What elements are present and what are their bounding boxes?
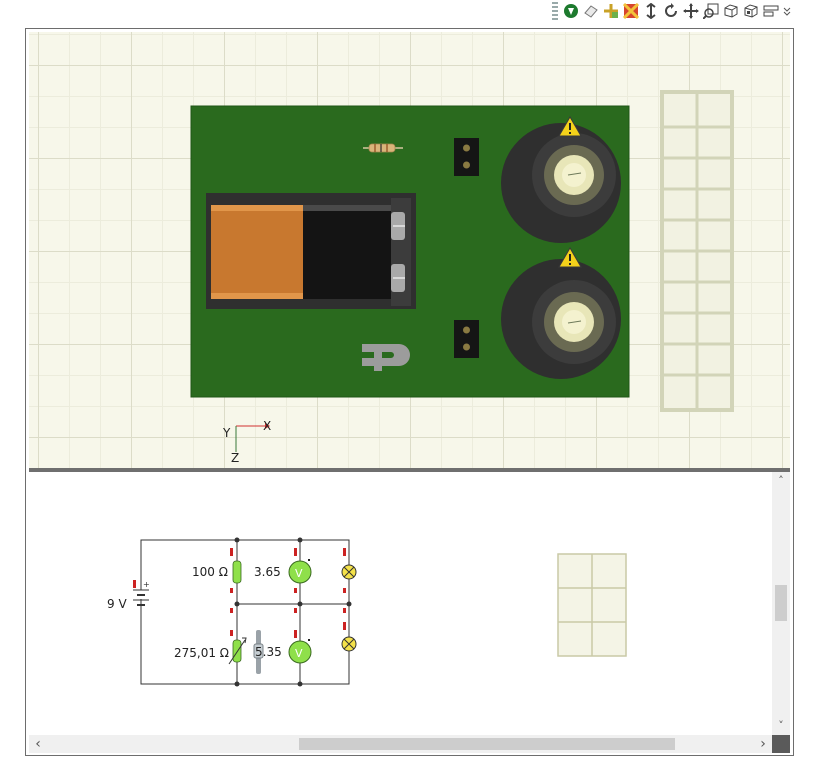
resistor-label: 100 Ω <box>192 565 228 579</box>
battery-symbol[interactable]: + 9 V <box>107 569 150 622</box>
axis-indicator: X Y Z <box>222 419 271 465</box>
potentiometer-slider[interactable] <box>253 630 264 674</box>
battery-label: 9 V <box>107 597 127 611</box>
axis-z-label: Z <box>231 451 239 465</box>
horizontal-scrollbar[interactable]: ‹ › <box>29 735 772 753</box>
battery-9v-component[interactable] <box>206 193 416 309</box>
voltmeter-symbol: V <box>295 647 303 660</box>
snap-grid-icon[interactable] <box>602 2 620 20</box>
terminal-block-top[interactable] <box>454 138 479 176</box>
axis-x-label: X <box>263 419 271 433</box>
resistor-component[interactable] <box>363 143 403 153</box>
lamp-bottom-component[interactable] <box>501 259 621 379</box>
explode-icon[interactable] <box>622 2 640 20</box>
warning-icon[interactable] <box>558 116 582 137</box>
scroll-down-arrow[interactable]: ˅ <box>778 719 784 732</box>
lamp-1-symbol[interactable] <box>341 548 357 593</box>
rotate-icon[interactable] <box>662 2 680 20</box>
view-cube-icon[interactable] <box>722 2 740 20</box>
view-splitter[interactable] <box>29 468 790 472</box>
vertical-scrollbar[interactable]: ˄ ˅ <box>772 472 790 735</box>
potentiometer-label: 275,01 Ω <box>174 646 229 660</box>
eraser-icon[interactable] <box>582 2 600 20</box>
warning-icon[interactable] <box>558 247 582 268</box>
vertical-move-icon[interactable] <box>642 2 660 20</box>
vertical-scroll-thumb[interactable] <box>775 585 787 621</box>
scroll-up-arrow[interactable]: ˄ <box>778 474 784 487</box>
toolbar-grip[interactable] <box>552 2 558 20</box>
view-toolbar <box>552 0 792 22</box>
voltmeter-1[interactable]: V 3.65 <box>254 548 312 593</box>
voltmeter-1-value: 3.65 <box>254 565 281 579</box>
ghost-grid-symbol[interactable] <box>557 553 627 657</box>
ghost-grid-component[interactable] <box>660 90 734 412</box>
horizontal-scroll-thumb[interactable] <box>299 738 675 750</box>
view-cube-alt-icon[interactable] <box>742 2 760 20</box>
circuit-diagram: + 9 V 100 Ω V 3.65 <box>107 537 627 687</box>
zoom-window-icon[interactable] <box>702 2 720 20</box>
lamp-top-component[interactable] <box>501 123 621 243</box>
component-library-icon[interactable] <box>562 2 580 20</box>
3d-view[interactable]: X Y Z <box>29 32 790 468</box>
voltmeter-2[interactable]: V 5.35 <box>255 608 312 664</box>
svg-text:+: + <box>143 580 150 589</box>
scroll-right-arrow[interactable]: › <box>760 736 766 752</box>
scrollbar-corner <box>772 735 790 753</box>
overflow-chevron-icon[interactable] <box>782 2 792 20</box>
3d-scene: X Y Z <box>190 90 734 465</box>
axis-y-label: Y <box>222 426 231 440</box>
lamp-2-symbol[interactable] <box>341 608 357 652</box>
voltmeter-2-value: 5.35 <box>255 645 282 659</box>
more-views-icon[interactable] <box>762 2 780 20</box>
terminal-block-bottom[interactable] <box>454 320 479 358</box>
resistor-symbol[interactable]: 100 Ω <box>192 548 242 593</box>
pan-icon[interactable] <box>682 2 700 20</box>
circuit-diagram-view[interactable]: + 9 V 100 Ω V 3.65 <box>29 472 772 735</box>
voltmeter-symbol: V <box>295 567 303 580</box>
workspace-frame: X Y Z <box>25 28 794 756</box>
jumper-clip-component[interactable] <box>362 344 410 371</box>
potentiometer-symbol[interactable]: 275,01 Ω <box>174 608 247 665</box>
scroll-left-arrow[interactable]: ‹ <box>35 736 41 752</box>
